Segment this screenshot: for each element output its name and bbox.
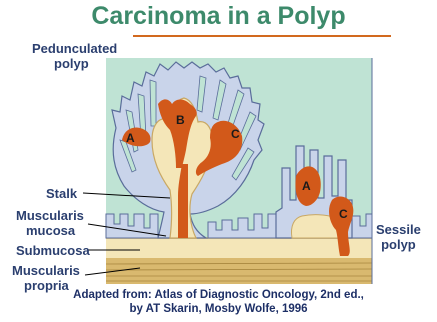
submucosa-label: Submucosa [16,243,90,258]
pedunculated-polyp-label: Pedunculated polyp [32,41,117,71]
muscularis-mucosa-label: Muscularis mucosa [16,208,84,238]
caption-line-1: Adapted from: Atlas of Diagnostic Oncolo… [0,288,437,302]
tumor-letter-c-pedunculated: C [231,127,240,141]
sessile-polyp-label: Sessile polyp [376,222,421,252]
source-caption: Adapted from: Atlas of Diagnostic Oncolo… [0,288,437,316]
caption-line-2: by AT Skarin, Mosby Wolfe, 1996 [0,302,437,316]
muscularis-propria-layer [106,258,372,284]
tumor-letter-a-pedunculated: A [126,131,135,145]
stalk-label: Stalk [46,186,77,201]
tumor-letter-c-sessile: C [339,207,348,221]
submucosa-layer [106,238,372,258]
tumor-letter-a-sessile: A [302,179,311,193]
tumor-letter-b-pedunculated: B [176,113,185,127]
